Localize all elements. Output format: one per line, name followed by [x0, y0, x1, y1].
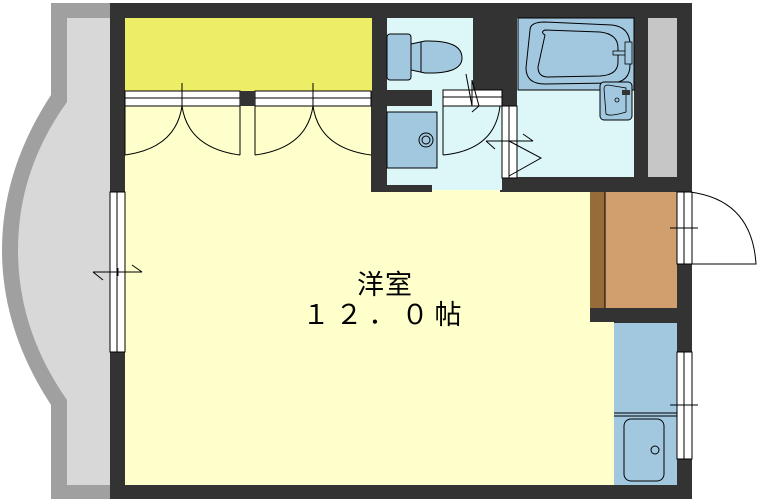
room-name: 洋室: [357, 270, 413, 301]
closet-floor: [125, 18, 372, 91]
pipe-space: [648, 18, 677, 177]
balcony: [2, 3, 110, 499]
room-size: １２．０帖: [302, 300, 468, 331]
toilet-icon: [386, 33, 463, 81]
entrance-step: [590, 192, 605, 308]
entrance-door: [670, 191, 757, 265]
toilet-door: [442, 73, 503, 156]
western-room-label: 洋室 １２．０帖: [300, 272, 470, 329]
washing-machine-pan-icon: [386, 111, 438, 169]
washbasin-icon: [599, 81, 633, 121]
bathroom-door: [485, 105, 543, 179]
kitchen-window: [670, 351, 698, 460]
balcony-window: [92, 191, 143, 353]
bathtub-icon: [517, 17, 635, 91]
kitchen-sink: [623, 418, 665, 482]
sink-drain-icon: [650, 445, 660, 455]
closet-doors: [124, 83, 372, 156]
kitchen-counter: [614, 323, 677, 485]
